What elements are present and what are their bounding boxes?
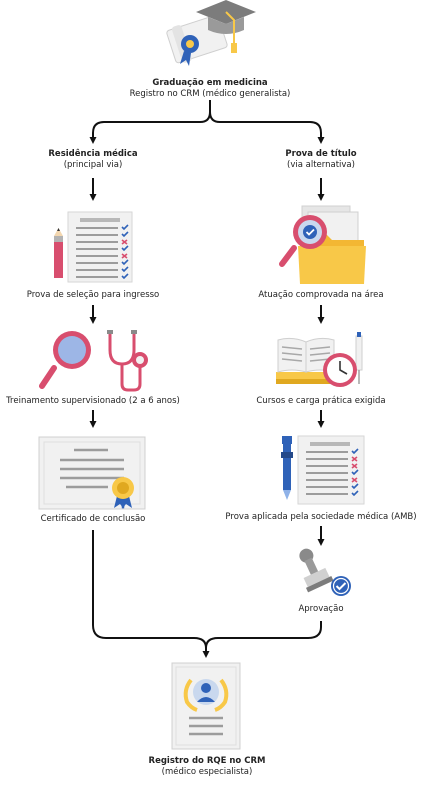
- end-node: Registro do RQE no CRM (médico especiali…: [149, 756, 266, 778]
- right-step-2: Cursos e carga prática exigida: [256, 396, 386, 406]
- right-step-3: Prova aplicada pela sociedade médica (AM…: [225, 512, 417, 522]
- left-branch-subtitle: (principal via): [63, 160, 123, 170]
- right-step-4: Aprovação: [298, 604, 344, 614]
- right-branch-title: Prova de título: [285, 149, 357, 159]
- right-branch-subtitle: (via alternativa): [287, 160, 355, 170]
- specialist-certificate-icon: [171, 662, 241, 750]
- connector-right-end: [205, 621, 322, 649]
- connector-left-end: [92, 530, 210, 658]
- start-node: Graduação em medicina Registro no CRM (m…: [130, 78, 291, 100]
- certificate-seal-icon: [38, 436, 146, 510]
- start-subtitle: Registro no CRM (médico generalista): [129, 89, 291, 99]
- left-branch-header: Residência médica (principal via): [48, 149, 137, 171]
- right-step-1: Atuação comprovada na área: [258, 290, 384, 300]
- magnifier-stethoscope-icon: [38, 328, 150, 394]
- stamp-approval-icon: [290, 546, 354, 598]
- right-branch-header: Prova de título (via alternativa): [285, 149, 356, 171]
- end-subtitle: (médico especialista): [161, 767, 253, 777]
- left-step-2: Treinamento supervisionado (2 a 6 anos): [6, 396, 180, 406]
- checklist-pencil-icon: [50, 210, 138, 284]
- connector-start-split-right: [209, 111, 325, 144]
- checklist-pen-icon: [276, 434, 368, 506]
- folder-magnifier-icon: [276, 204, 368, 286]
- left-step-3: Certificado de conclusão: [40, 514, 146, 524]
- graduation-cap-diploma-icon: [162, 0, 262, 72]
- end-title: Registro do RQE no CRM: [148, 756, 266, 766]
- start-title: Graduação em medicina: [152, 78, 268, 88]
- left-branch-title: Residência médica: [48, 149, 138, 159]
- connector-start-split: [89, 100, 211, 144]
- left-step-1: Prova de seleção para ingresso: [26, 290, 160, 300]
- books-clock-syringe-icon: [274, 330, 370, 390]
